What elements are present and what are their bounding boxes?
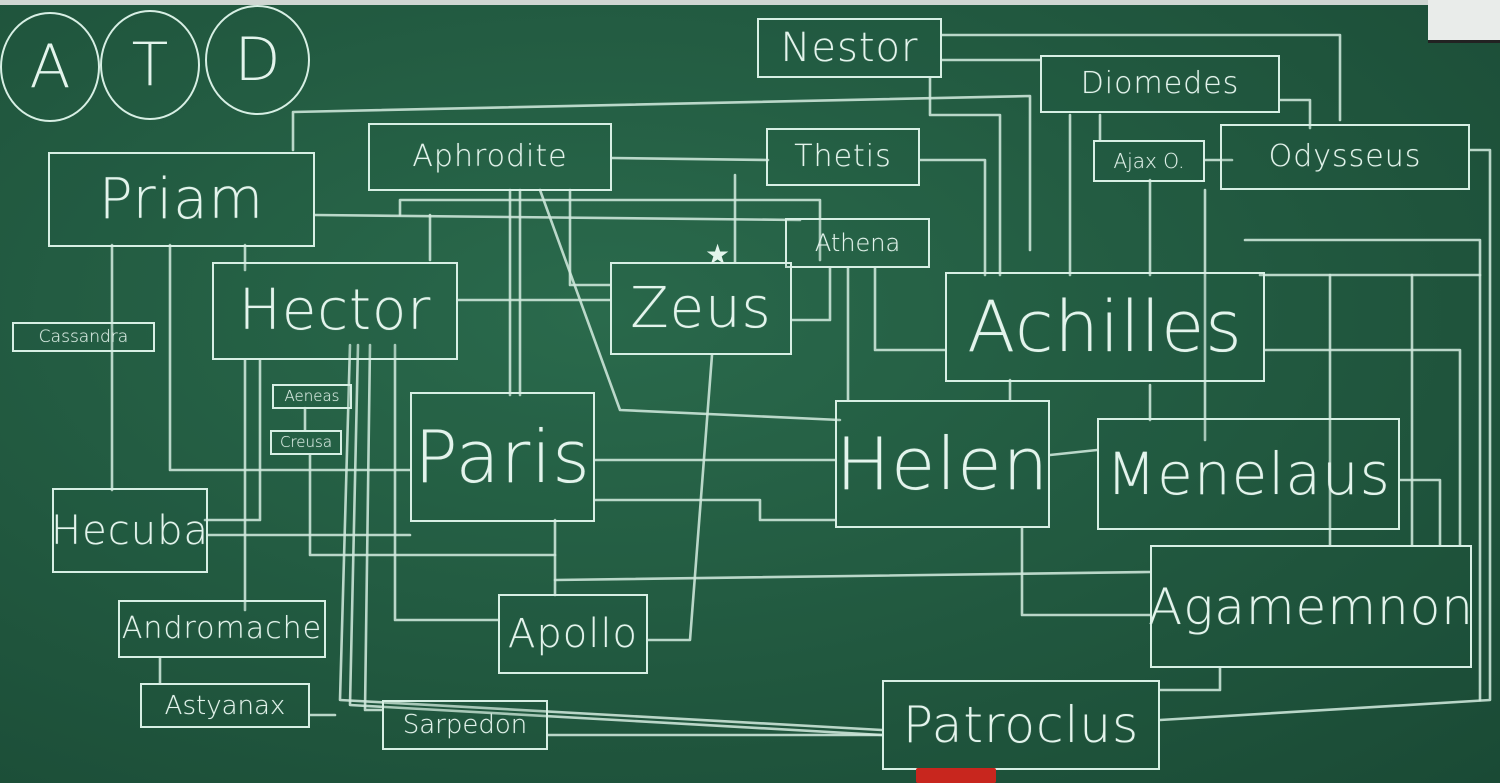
node-patroclus: Patroclus bbox=[882, 680, 1160, 770]
line-creusa-down bbox=[308, 453, 557, 557]
line-priam-top-bus bbox=[291, 94, 1032, 252]
node-andromache: Andromache bbox=[118, 600, 326, 658]
line-hector-achilles bbox=[398, 198, 822, 262]
board-corner-paper bbox=[1428, 0, 1500, 43]
node-apollo: Apollo bbox=[498, 594, 648, 674]
node-athena: Athena bbox=[785, 218, 930, 268]
line-menelaus-right bbox=[1398, 478, 1442, 547]
line-priam-paris bbox=[168, 243, 412, 472]
node-thetis: Thetis bbox=[766, 128, 920, 186]
legend-circle-t: T bbox=[100, 10, 200, 120]
node-achilles: Achilles bbox=[945, 272, 1265, 382]
board-frame bbox=[0, 0, 1500, 5]
node-astyanax: Astyanax bbox=[140, 683, 310, 728]
line-zeus-athena bbox=[790, 266, 832, 322]
node-hector: Hector bbox=[212, 262, 458, 360]
node-hecuba: Hecuba bbox=[51, 488, 208, 573]
line-bottom-bus bbox=[553, 570, 1152, 582]
line-odysseus-down-b bbox=[1243, 238, 1482, 702]
line-odysseus-right bbox=[1158, 148, 1492, 722]
node-odysseus: Odysseus bbox=[1220, 124, 1470, 190]
line-thetis-achilles bbox=[918, 158, 987, 277]
node-nestor: Nestor bbox=[757, 18, 942, 78]
line-hector-apollo bbox=[393, 343, 500, 622]
line-patroclus-agamemnon bbox=[1158, 666, 1222, 692]
line-helen-menelaus bbox=[1048, 448, 1099, 457]
eraser[interactable] bbox=[916, 768, 996, 783]
node-sarpedon: Sarpedon bbox=[382, 700, 548, 750]
line-aphrodite-zeus bbox=[568, 188, 612, 287]
node-paris: Paris bbox=[410, 392, 595, 522]
legend-circle-d: D bbox=[205, 5, 310, 115]
line-nestor-down bbox=[928, 76, 1002, 277]
line-aphrodite-thetis bbox=[610, 156, 770, 162]
node-priam: Priam bbox=[48, 152, 315, 247]
line-paris-right bbox=[593, 498, 837, 522]
node-creusa: Creusa bbox=[270, 430, 342, 455]
line-hector-sarpedon bbox=[363, 343, 384, 712]
node-helen: Helen bbox=[835, 400, 1050, 528]
line-athena-achilles bbox=[873, 266, 947, 352]
legend-circle-a: A bbox=[0, 12, 100, 122]
line-aphrodite-helen bbox=[538, 188, 842, 422]
node-agamemnon: Agamemnon bbox=[1148, 545, 1473, 668]
line-hector-patroclus-b bbox=[348, 343, 884, 737]
node-cassandra: Cassandra bbox=[12, 322, 155, 352]
line-priam-athena bbox=[313, 213, 802, 222]
node-menelaus: Menelaus bbox=[1097, 418, 1400, 530]
line-hector-hecuba bbox=[203, 358, 262, 522]
node-diomedes: Diomedes bbox=[1040, 55, 1280, 113]
node-aeneas: Aeneas bbox=[272, 384, 352, 409]
line-diomedes-odysseus bbox=[1278, 98, 1312, 130]
line-zeus-apollo bbox=[646, 353, 714, 642]
line-hector-patroclus-a bbox=[338, 343, 884, 732]
node-aphrodite: Aphrodite bbox=[368, 123, 612, 191]
line-nestor-right bbox=[940, 33, 1342, 122]
node-ajax-o: Ajax O. bbox=[1093, 140, 1205, 182]
node-zeus: Zeus bbox=[610, 262, 792, 355]
line-helen-agamemnon bbox=[1020, 526, 1152, 617]
zeus-star-icon: ★ bbox=[705, 238, 731, 271]
